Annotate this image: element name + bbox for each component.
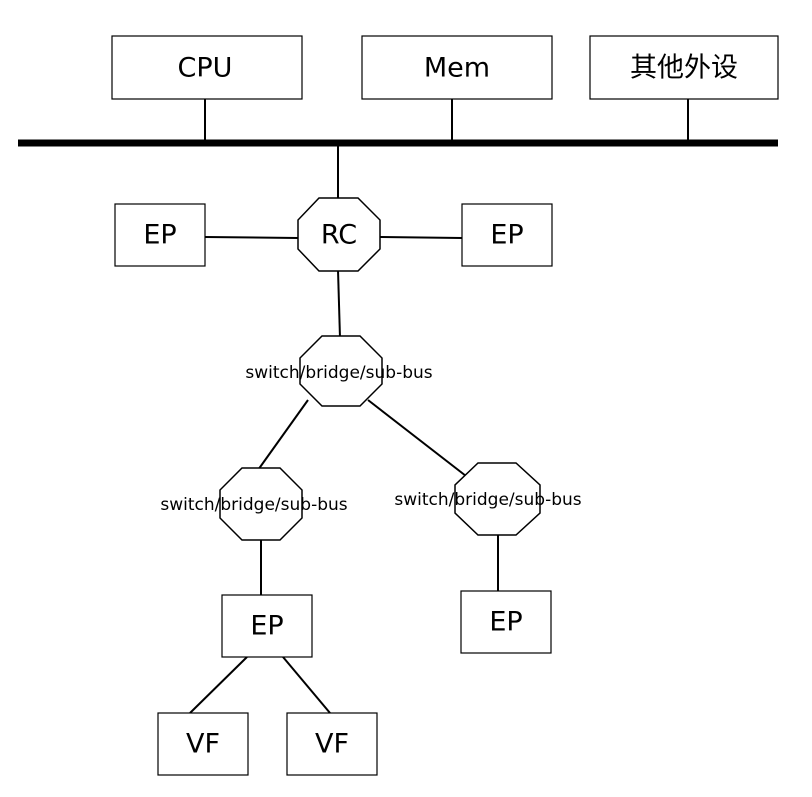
ep-under-left-switch-node: EP (221, 594, 313, 658)
ep-left-node: EP (114, 203, 206, 267)
switch-top-label: switch/bridge/sub-bus (245, 363, 432, 383)
edge-ep-vf-2 (282, 656, 331, 714)
other-peripherals-label: 其他外设 (630, 53, 738, 84)
mem-node: Mem (361, 35, 553, 100)
ep-right-label: EP (490, 220, 523, 251)
edge-rc-ep-right (377, 236, 463, 239)
mem-label: Mem (424, 53, 490, 84)
ep-under-right-switch-node: EP (460, 590, 552, 654)
ep-under-right-switch-label: EP (489, 607, 522, 638)
edge-rc-switch-top (337, 269, 341, 339)
rc-label: RC (321, 220, 357, 251)
vf-2-label: VF (315, 729, 349, 760)
switch-top-node: switch/bridge/sub-bus (245, 335, 433, 407)
vf-2-node: VF (286, 712, 378, 776)
edge-switch-top-switch-right (367, 399, 467, 477)
switch-right-node: switch/bridge/sub-bus (394, 462, 582, 536)
switch-left-node: switch/bridge/sub-bus (160, 467, 348, 541)
ep-left-label: EP (143, 220, 176, 251)
ep-under-left-switch-label: EP (250, 611, 283, 642)
vf-1-node: VF (157, 712, 249, 776)
cpu-label: CPU (178, 53, 233, 84)
edge-rc-ep-left (204, 236, 299, 239)
vf-1-label: VF (186, 729, 220, 760)
ep-right-node: EP (461, 203, 553, 267)
rc-node: RC (297, 197, 381, 272)
cpu-node: CPU (111, 35, 303, 100)
edge-switch-top-switch-left (257, 399, 309, 471)
switch-left-label: switch/bridge/sub-bus (160, 495, 347, 515)
switch-right-label: switch/bridge/sub-bus (394, 490, 581, 510)
edge-ep-vf-1 (189, 656, 248, 714)
other-peripherals-node: 其他外设 (589, 35, 779, 100)
